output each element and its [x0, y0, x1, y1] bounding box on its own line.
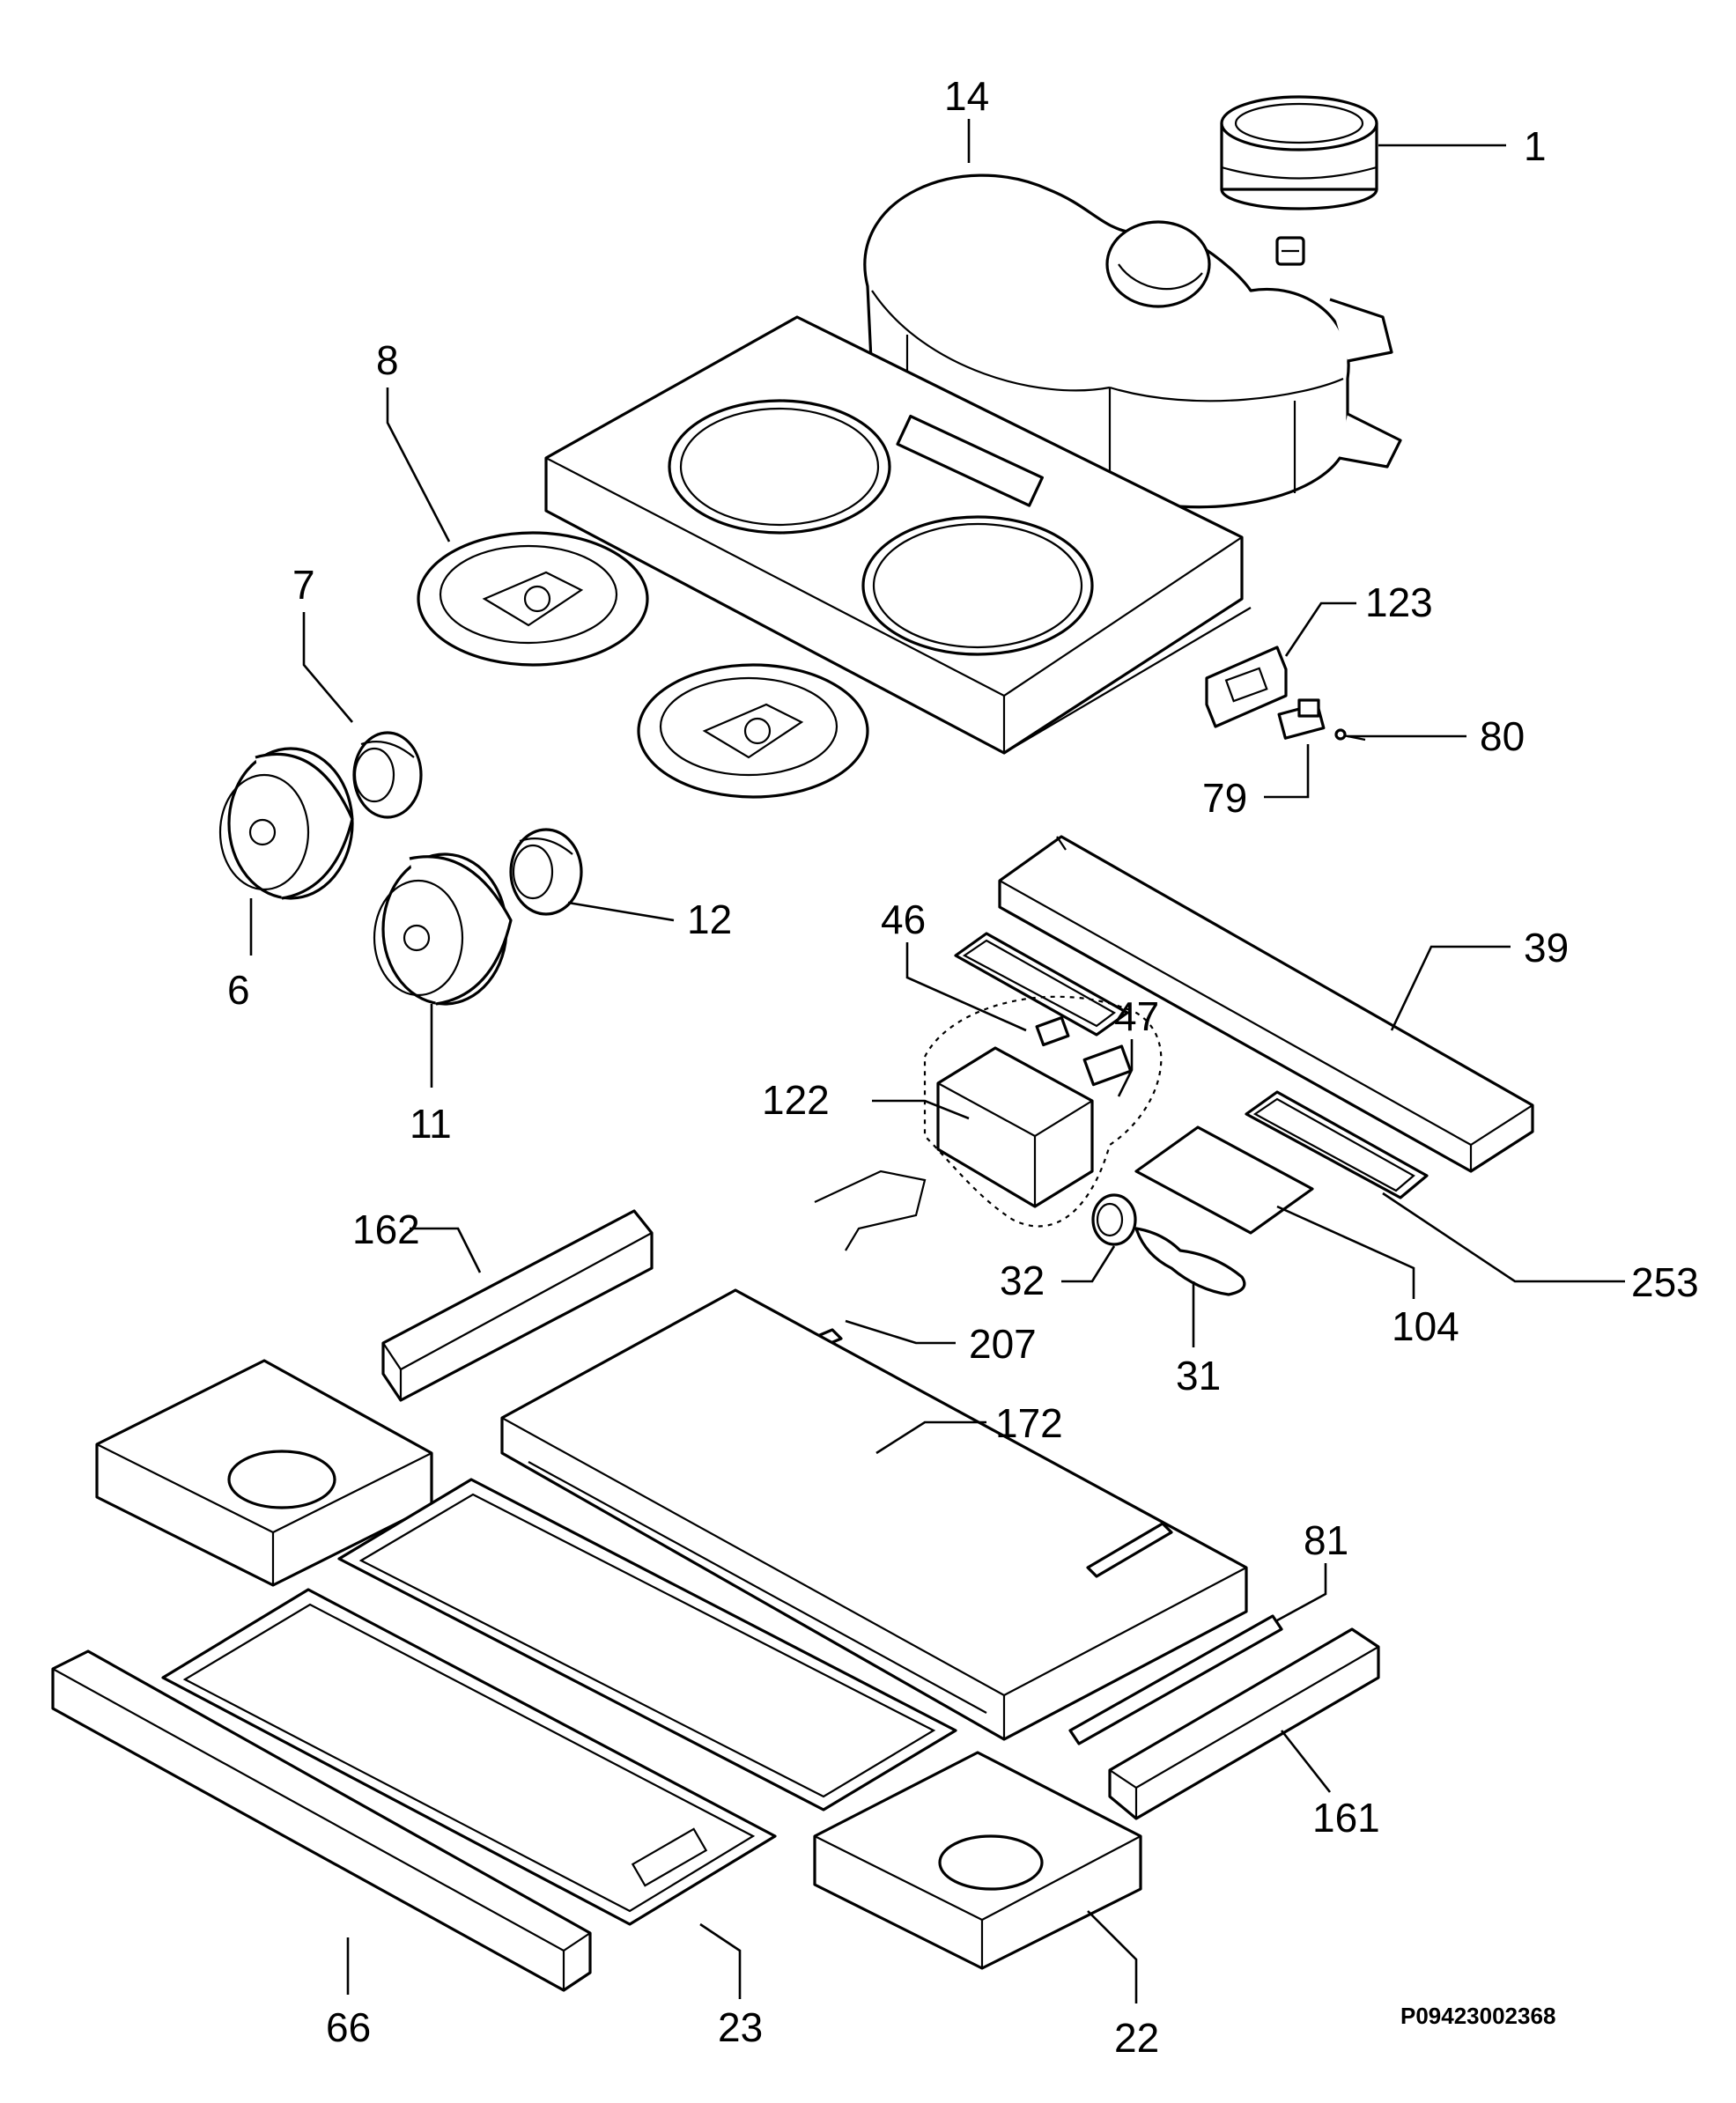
part-104-lamp-glass[interactable]: [1134, 1125, 1314, 1235]
part-161-side-rail-right[interactable]: [1108, 1627, 1380, 1820]
callout-47: 47: [1114, 993, 1159, 1039]
part-172-lower-casing[interactable]: [500, 1288, 1248, 1741]
part-31-lamp-bulb[interactable]: [1134, 1227, 1246, 1296]
callout-79: 79: [1202, 775, 1247, 821]
callout-1: 1: [1524, 123, 1547, 169]
grease-filter-upper: [337, 1478, 957, 1812]
callout-labels: 1 14 8 7 6 11 12 123 80 79 46 47 39 122 …: [227, 73, 1699, 2061]
part-1-outlet-collar[interactable]: [1220, 95, 1378, 210]
part-12-fan-hub[interactable]: [509, 828, 583, 916]
callout-46: 46: [881, 897, 926, 942]
part-122-control-housing[interactable]: [923, 995, 1163, 1228]
terminal-block-47: [1082, 1044, 1133, 1087]
callout-39: 39: [1524, 925, 1569, 970]
diffuser-frame-upper: [954, 932, 1129, 1037]
part-22-filter-box-right[interactable]: [813, 1751, 1142, 1970]
base-plate: [544, 315, 1252, 755]
part-81-slide-bar[interactable]: [1068, 1614, 1283, 1745]
callout-7: 7: [292, 562, 315, 608]
part-39-chassis-rail[interactable]: [998, 835, 1534, 1173]
part-162-side-rail-left[interactable]: [381, 1209, 654, 1402]
callout-123: 123: [1365, 579, 1433, 625]
callout-253: 253: [1631, 1259, 1699, 1305]
callout-8: 8: [376, 337, 399, 383]
callout-207: 207: [969, 1321, 1037, 1367]
callout-14: 14: [944, 73, 989, 119]
part-11-fan-impeller[interactable]: [373, 852, 513, 1006]
part-6-fan-impeller[interactable]: [218, 747, 354, 900]
wiring-bracket: [814, 1170, 927, 1251]
callout-161: 161: [1312, 1795, 1380, 1841]
callout-122: 122: [762, 1077, 830, 1123]
callout-162: 162: [352, 1206, 420, 1252]
part-123-switch-bracket[interactable]: [1205, 646, 1288, 728]
callout-11: 11: [410, 1101, 452, 1147]
part-66-front-trim[interactable]: [51, 1649, 592, 1992]
callout-104: 104: [1392, 1303, 1459, 1349]
part-32-lamp-holder[interactable]: [1091, 1193, 1137, 1246]
part-23-grease-filter[interactable]: [161, 1588, 777, 1926]
part-8-fan-scroll[interactable]: [417, 531, 649, 667]
callout-23: 23: [718, 2004, 763, 2050]
small-connector-clip: [1275, 236, 1305, 266]
callout-172: 172: [995, 1400, 1063, 1446]
fan-scroll-lower: [637, 663, 869, 799]
reference-code: P09423002368: [1400, 2003, 1555, 2029]
part-253-diffuser-frame[interactable]: [1245, 1090, 1429, 1199]
part-80-screw[interactable]: [1334, 728, 1366, 742]
callout-81: 81: [1304, 1517, 1348, 1563]
callout-80: 80: [1480, 713, 1525, 759]
callout-32: 32: [1000, 1258, 1045, 1303]
part-79-switch[interactable]: [1277, 698, 1326, 740]
callout-22: 22: [1114, 2015, 1159, 2061]
terminal-block-46: [1035, 1015, 1070, 1047]
callout-66: 66: [326, 2004, 371, 2050]
callout-6: 6: [227, 967, 250, 1013]
part-7-fan-hub[interactable]: [352, 731, 423, 819]
callout-31: 31: [1176, 1353, 1221, 1398]
leader-lines: [249, 119, 1625, 2003]
callout-12: 12: [687, 897, 732, 942]
